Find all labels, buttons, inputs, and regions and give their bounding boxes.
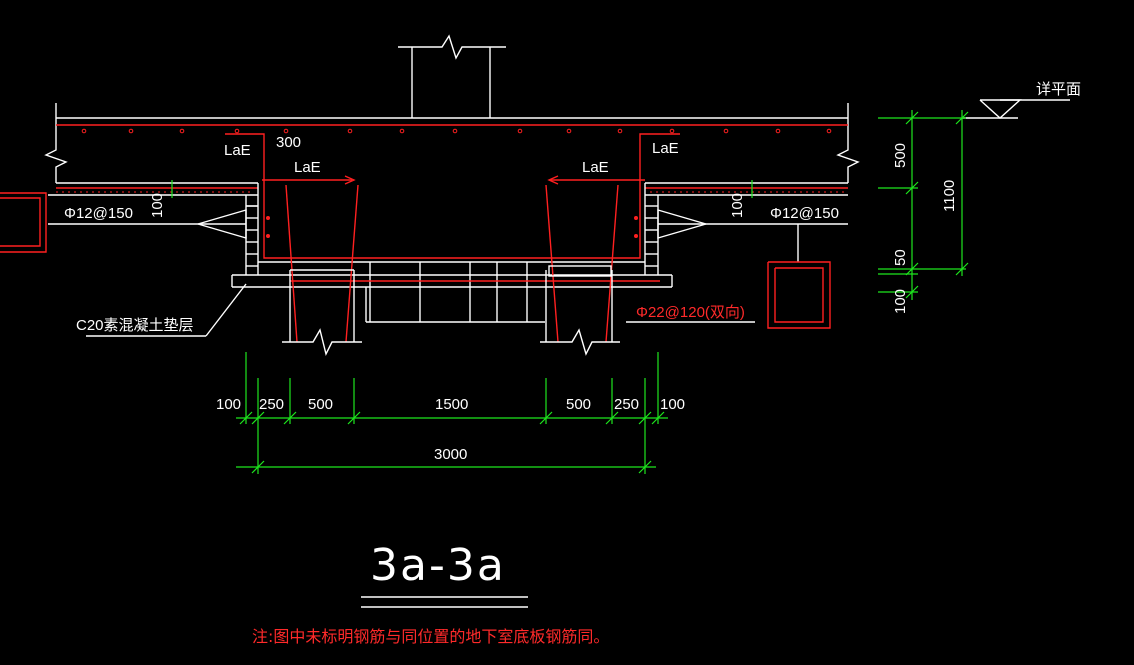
vdim-1100: 1100 <box>941 180 958 212</box>
label-lae-mid-right: LaE <box>582 159 609 176</box>
vdim-100: 100 <box>892 289 909 314</box>
label-rebar-left: Φ12@150 <box>64 205 133 222</box>
hdim-1500: 1500 <box>435 396 468 413</box>
label-lae-mid-left: LaE <box>294 159 321 176</box>
haunches <box>197 209 707 239</box>
elevation-marker <box>962 99 1070 119</box>
horizontal-dimensions <box>236 352 668 474</box>
upper-column <box>398 34 506 118</box>
left-lower-slab <box>0 182 258 253</box>
label-lae-top-left: LaE <box>224 142 251 159</box>
hdim-500-left: 500 <box>308 396 333 413</box>
pit-walls <box>231 183 673 323</box>
label-dim-300: 300 <box>276 134 301 151</box>
label-rebar-bottom: Φ22@120(双向) <box>636 304 745 321</box>
vdim-500: 500 <box>892 143 909 168</box>
cushion-leader-diag <box>205 283 247 337</box>
label-cushion: C20素混凝土垫层 <box>76 317 194 334</box>
label-dim-100-left: 100 <box>149 193 166 218</box>
label-lae-top-right: LaE <box>652 140 679 157</box>
top-rebar-dots <box>81 128 832 134</box>
label-elevation: 详平面 <box>1036 81 1081 98</box>
label-dim-100-right: 100 <box>729 193 746 218</box>
top-slab <box>44 103 860 183</box>
hdim-100-left: 100 <box>216 396 241 413</box>
hdim-500-right: 500 <box>566 396 591 413</box>
label-rebar-right: Φ12@150 <box>770 205 839 222</box>
section-title: 3a-3a <box>370 540 506 591</box>
vertical-dimensions <box>878 110 969 300</box>
vdim-50: 50 <box>892 249 909 266</box>
hdim-total-3000: 3000 <box>434 446 467 463</box>
pit-rebar <box>225 133 680 343</box>
hdim-250-right: 250 <box>614 396 639 413</box>
drawing-note: 注:图中未标明钢筋与同位置的地下室底板钢筋同。 <box>252 627 609 646</box>
hdim-100-right: 100 <box>660 396 685 413</box>
lower-columns <box>282 265 620 357</box>
right-lower-slab <box>645 182 848 329</box>
hdim-250-left: 250 <box>259 396 284 413</box>
